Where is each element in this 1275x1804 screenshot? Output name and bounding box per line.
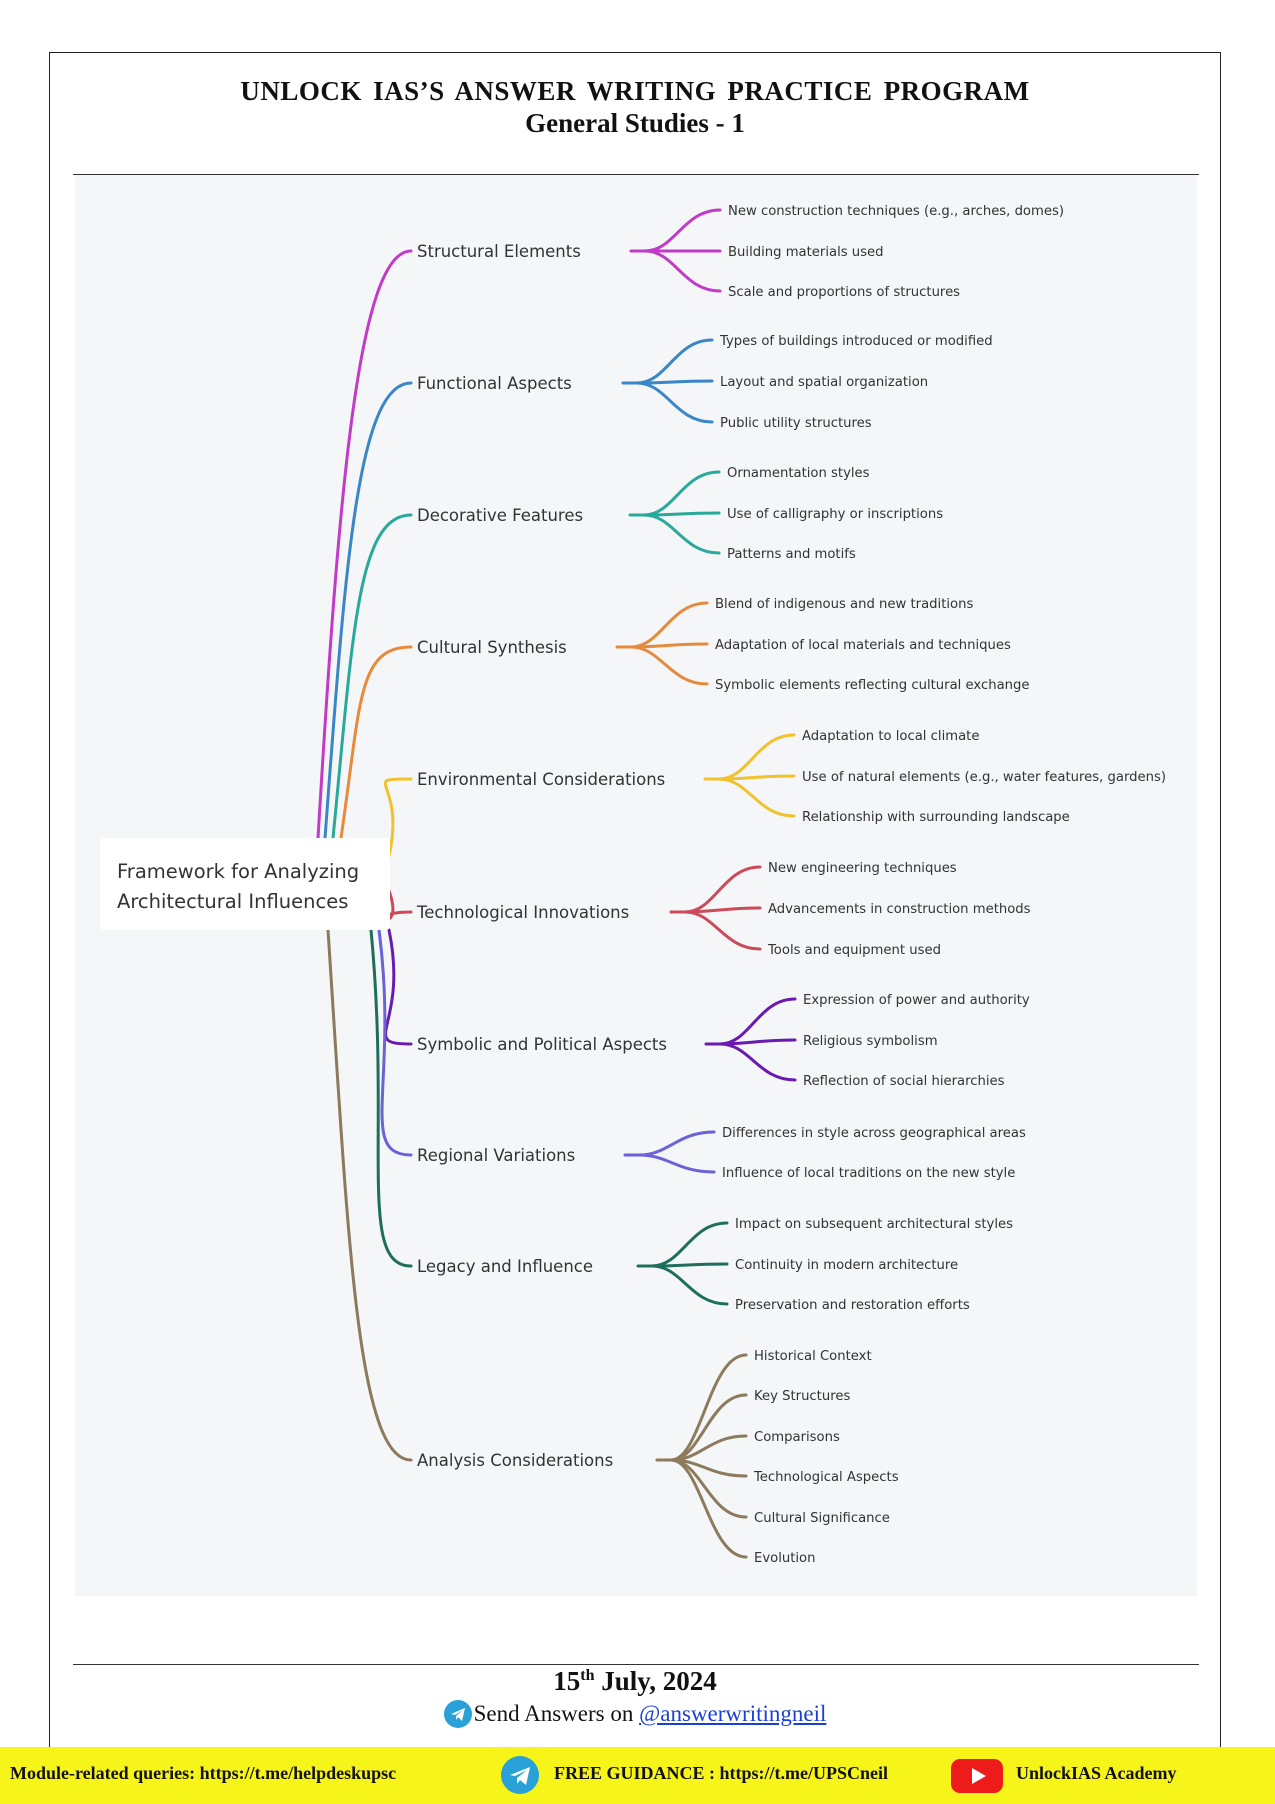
leaf-connector <box>718 997 797 1046</box>
branch-label: Regional Variations <box>417 1146 575 1165</box>
leaf-label: Cultural Significance <box>754 1511 890 1526</box>
branch-label: Decorative Features <box>417 506 583 525</box>
branch-label: Analysis Considerations <box>417 1451 613 1470</box>
leaf-label: Continuity in modern architecture <box>735 1258 958 1273</box>
branch-connector <box>383 777 413 862</box>
leaf-connector <box>629 601 709 649</box>
date-suffix: th <box>580 1667 595 1684</box>
leaf-label: Types of buildings introduced or modifie… <box>719 334 993 349</box>
branch-connector <box>326 928 413 1462</box>
leaf-label: Symbolic elements reflecting cultural ex… <box>715 678 1030 693</box>
branch-label: Legacy and Influence <box>417 1257 593 1276</box>
leaf-connector <box>629 645 709 686</box>
leaf-label: Reflection of social hierarchies <box>803 1074 1005 1089</box>
leaf-connector <box>718 1042 797 1082</box>
root-node-label: Framework for Analyzing <box>117 860 359 883</box>
leaf-connector <box>669 1353 748 1462</box>
leaf-label: Building materials used <box>728 245 884 260</box>
leaf-label: Expression of power and authority <box>803 993 1030 1008</box>
branch-label: Symbolic and Political Aspects <box>417 1035 667 1054</box>
leaf-connector <box>669 1458 748 1559</box>
leaf-label: Layout and spatial organization <box>720 375 928 390</box>
leaf-label: Adaptation of local materials and techni… <box>715 638 1011 653</box>
branch-connector <box>316 249 413 840</box>
leaf-connector <box>637 1153 716 1174</box>
mindmap-diagram: Structural Elements New construction tech… <box>100 204 1166 1566</box>
program-title: UNLOCK IAS’S ANSWER WRITING PRACTICE PRO… <box>240 76 1030 106</box>
leaf-label: New construction techniques (e.g., arche… <box>728 204 1064 219</box>
header-rule <box>73 174 1199 175</box>
module-queries-link[interactable]: Module-related queries: https://t.me/hel… <box>10 1763 397 1783</box>
date-day: 15 <box>553 1666 581 1696</box>
leaf-label: Public utility structures <box>720 416 872 431</box>
leaf-connector <box>669 1393 748 1462</box>
telegram-icon <box>443 1700 472 1728</box>
date-rest: July, 2024 <box>594 1666 717 1696</box>
root-node-label: Architectural Influences <box>117 890 348 913</box>
date-line: 15th July, 2024 <box>49 1666 1221 1697</box>
leaf-label: Religious symbolism <box>803 1034 938 1049</box>
leaf-label: Tools and equipment used <box>767 943 941 958</box>
leaf-label: Ornamentation styles <box>727 466 870 481</box>
leaf-label: Blend of indigenous and new traditions <box>715 597 973 612</box>
telegram-handle-link[interactable]: @answerwritingneil <box>639 1701 827 1726</box>
footer-rule <box>73 1664 1199 1665</box>
leaf-label: Key Structures <box>754 1389 850 1404</box>
leaf-label: Use of natural elements (e.g., water fea… <box>802 770 1166 785</box>
leaf-label: Patterns and motifs <box>727 547 856 562</box>
leaf-label: Preservation and restoration efforts <box>735 1298 970 1313</box>
leaf-connector <box>635 338 714 385</box>
leaf-connector <box>643 208 722 253</box>
leaf-label: Relationship with surrounding landscape <box>802 810 1070 825</box>
send-answers-text: Send Answers on <box>473 1701 640 1726</box>
leaf-label: Comparisons <box>754 1430 840 1445</box>
connector-lines <box>316 208 797 1559</box>
leaf-connector <box>642 513 721 555</box>
telegram-icon <box>501 1756 539 1794</box>
send-answers-line: Send Answers on @answerwritingneil <box>49 1700 1221 1728</box>
free-guidance-link[interactable]: FREE GUIDANCE : https://t.me/UPSCneil <box>554 1763 889 1783</box>
branch-label: Cultural Synthesis <box>417 638 567 657</box>
program-subtitle: General Studies - 1 <box>525 108 745 138</box>
root-node-box <box>100 838 390 930</box>
leaf-label: Historical Context <box>754 1349 872 1364</box>
leaf-label: Use of calligraphy or inscriptions <box>727 507 943 522</box>
leaf-connector <box>635 381 714 424</box>
leaf-label: New engineering techniques <box>768 861 957 876</box>
leaf-label: Evolution <box>754 1551 816 1566</box>
branch-connector <box>323 381 413 840</box>
leaf-connector <box>717 733 796 781</box>
leaf-connector <box>683 865 762 914</box>
branch-connector <box>339 645 413 840</box>
leaf-label: Impact on subsequent architectural style… <box>735 1217 1013 1232</box>
youtube-icon <box>951 1759 1003 1793</box>
branch-label: Environmental Considerations <box>417 770 665 789</box>
leaf-connector <box>643 249 722 293</box>
branch-connector <box>377 928 413 1157</box>
branch-connector <box>331 513 413 840</box>
leaf-connector <box>650 1221 729 1268</box>
leaf-label: Scale and proportions of structures <box>728 285 960 300</box>
youtube-channel-link[interactable]: UnlockIAS Academy <box>1016 1763 1177 1783</box>
footer-bar: Module-related queries: https://t.me/hel… <box>0 1747 1275 1804</box>
branch-label: Structural Elements <box>417 242 581 261</box>
branch-label: Functional Aspects <box>417 374 572 393</box>
leaf-connector <box>637 1130 716 1157</box>
leaf-label: Adaptation to local climate <box>802 729 979 744</box>
leaf-label: Advancements in construction methods <box>768 902 1031 917</box>
leaf-connector <box>717 777 796 818</box>
branch-connector <box>384 928 413 1046</box>
leaf-label: Influence of local traditions on the new… <box>722 1166 1015 1181</box>
leaf-connector <box>683 910 762 951</box>
leaf-label: Differences in style across geographical… <box>722 1126 1026 1141</box>
leaf-connector <box>650 1264 729 1306</box>
leaf-label: Technological Aspects <box>753 1470 899 1485</box>
leaf-connector <box>642 470 721 517</box>
branch-label: Technological Innovations <box>416 903 629 922</box>
branch-connector <box>369 928 413 1268</box>
